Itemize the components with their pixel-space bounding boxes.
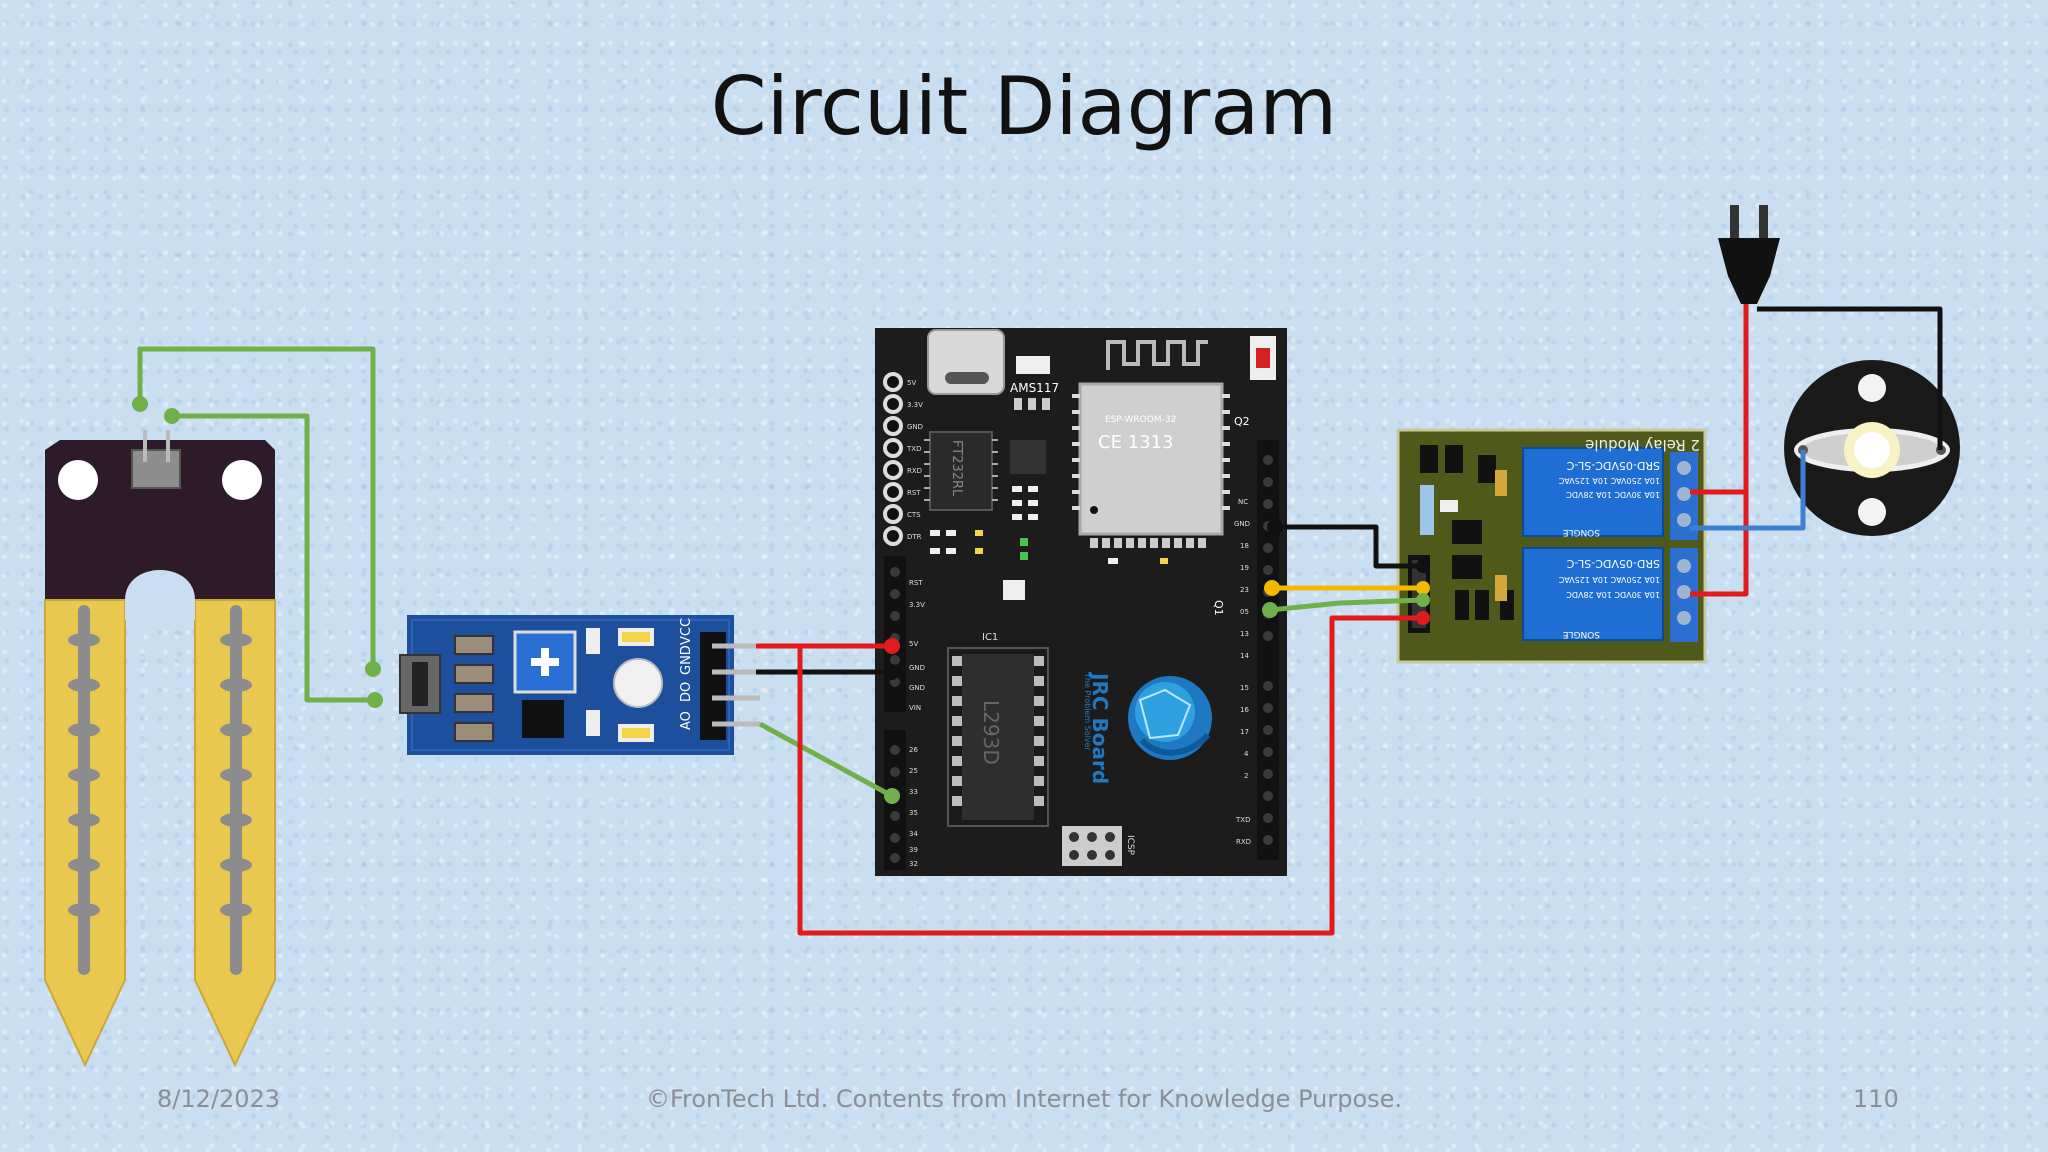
- wire-probe-b: [172, 413, 375, 703]
- right-pin-9: 16: [1240, 706, 1249, 714]
- jrc-board: AMS117 5V 3.3V GND TXD RXD RST CTS DTR: [875, 328, 1287, 876]
- right-pin-4: 23: [1240, 586, 1249, 594]
- right-pin-8: 15: [1240, 684, 1249, 692]
- q1-label: Q1: [1212, 600, 1225, 616]
- node-board-gnd: [884, 664, 900, 680]
- relay2-brand: SONGLE: [1562, 629, 1600, 639]
- right-pin-13: TXD: [1235, 816, 1250, 824]
- connection-points: [132, 396, 1430, 804]
- adc-pin-5: 39: [909, 846, 918, 854]
- soil-moisture-probe-icon: [44, 430, 276, 1068]
- node-relay-green: [1416, 593, 1430, 607]
- adc-pin-6: 32: [909, 860, 918, 868]
- left-pin-3: TXD: [906, 445, 921, 453]
- power-pin-1: 3.3V: [909, 601, 925, 609]
- right-pin-11: 4: [1244, 750, 1249, 758]
- ic-label: IC1: [982, 632, 998, 643]
- adc-pin-3: 35: [909, 809, 918, 817]
- wire-ao: [758, 721, 894, 799]
- relay-module: SRD-05VDC-SL-C 10A 250VAC 10A 125VAC 10A…: [1396, 428, 1707, 664]
- jrc-logo-icon: [1128, 676, 1212, 760]
- relay-module-title: 2 Relay Module: [1585, 436, 1700, 454]
- right-pin-14: RXD: [1236, 838, 1251, 846]
- right-pin-2: 18: [1240, 542, 1249, 550]
- page-number: 110: [1853, 1085, 1899, 1113]
- node-relay-gnd: [1416, 559, 1430, 573]
- footer-copyright: ©FronTech Ltd. Contents from Internet fo…: [645, 1085, 1403, 1113]
- wire-plug-live: [1690, 304, 1749, 597]
- relay2-rating-1: 10A 250VAC 10A 125VAC: [1558, 575, 1660, 584]
- adc-pin-2: 33: [909, 788, 918, 796]
- wire-probe-a: [137, 346, 376, 669]
- driver-chip-label: L293D: [979, 700, 1003, 765]
- wire-plug-neutral: [1757, 306, 1943, 450]
- node-board-ao: [884, 788, 900, 804]
- board-name: JRC Board: [1088, 671, 1112, 784]
- node-probe-a: [132, 396, 148, 412]
- left-pin-1: 3.3V: [907, 401, 923, 409]
- node-board-d18: [1267, 519, 1283, 535]
- adc-pin-1: 25: [909, 767, 918, 775]
- power-pin-4: GND: [909, 684, 925, 692]
- relay1-model: SRD-05VDC-SL-C: [1566, 459, 1660, 472]
- pin-label-gnd: GND: [679, 645, 694, 675]
- relay2-model: SRD-05VDC-SL-C: [1566, 557, 1660, 570]
- left-pin-6: CTS: [907, 511, 921, 519]
- adc-pin-4: 34: [909, 830, 918, 838]
- q2-label: Q2: [1234, 415, 1250, 428]
- pin-label-ao: AO: [679, 711, 694, 730]
- relay1-brand: SONGLE: [1562, 527, 1600, 537]
- wire-relay-vcc: [797, 615, 1423, 936]
- footer-date: 8/12/2023: [157, 1085, 281, 1113]
- right-pin-1: GND: [1234, 520, 1250, 528]
- left-pin-0: 5V: [907, 379, 916, 387]
- right-pin-6: 13: [1240, 630, 1249, 638]
- right-pin-12: 2: [1244, 772, 1248, 780]
- node-module-b: [367, 692, 383, 708]
- wire-relay-in2: [1269, 597, 1424, 613]
- icsp-label: ICSP: [1125, 835, 1135, 856]
- adc-pin-0: 26: [909, 746, 918, 754]
- right-pin-3: 19: [1240, 564, 1249, 572]
- pin-label-do: DO: [679, 682, 694, 702]
- moisture-sensor-module: AO DO GND VCC: [399, 615, 760, 755]
- power-pin-5: VIN: [909, 704, 921, 712]
- left-pin-5: RST: [907, 489, 921, 497]
- wire-lamp: [1690, 450, 1806, 531]
- node-probe-b: [164, 408, 180, 424]
- node-relay-yellow: [1416, 581, 1430, 595]
- relay2-rating-2: 10A 30VDC 10A 28VDC: [1566, 590, 1660, 599]
- node-relay-vcc: [1416, 611, 1430, 625]
- wires: [137, 304, 1943, 936]
- board-tagline: The Problem Solver: [1083, 672, 1092, 752]
- relay1-rating-2: 10A 30VDC 10A 28VDC: [1566, 490, 1660, 499]
- wire-relay-gnd: [1275, 524, 1423, 569]
- node-board-yellow: [1264, 580, 1280, 596]
- node-board-green: [1262, 602, 1278, 618]
- usb-chip-label: FT232RL: [949, 440, 964, 497]
- lamp-icon: [1784, 360, 1960, 536]
- left-pin-2: GND: [907, 423, 923, 431]
- node-module-a: [365, 661, 381, 677]
- power-pin-0: RST: [909, 579, 923, 587]
- cert-label: CE 1313: [1098, 432, 1173, 453]
- regulator-label: AMS117: [1010, 381, 1059, 395]
- relay1-rating-1: 10A 250VAC 10A 125VAC: [1558, 476, 1660, 485]
- right-pin-10: 17: [1240, 728, 1249, 736]
- power-plug-icon: [1718, 205, 1780, 304]
- slide-title: Circuit Diagram: [710, 60, 1338, 153]
- left-pin-4: RXD: [907, 467, 922, 475]
- right-pin-5: 05: [1240, 608, 1249, 616]
- right-pin-0: NC: [1238, 498, 1248, 506]
- power-pin-3: GND: [909, 664, 925, 672]
- right-pin-7: 14: [1240, 652, 1249, 660]
- wifi-module-label: ESP-WROOM-32: [1105, 415, 1176, 425]
- left-pin-7: DTR: [907, 533, 922, 541]
- pin-label-vcc: VCC: [679, 618, 694, 645]
- node-board-5v: [884, 638, 900, 654]
- power-pin-2: 5V: [909, 640, 918, 648]
- sensor-pin-labels: AO DO GND VCC: [679, 618, 694, 730]
